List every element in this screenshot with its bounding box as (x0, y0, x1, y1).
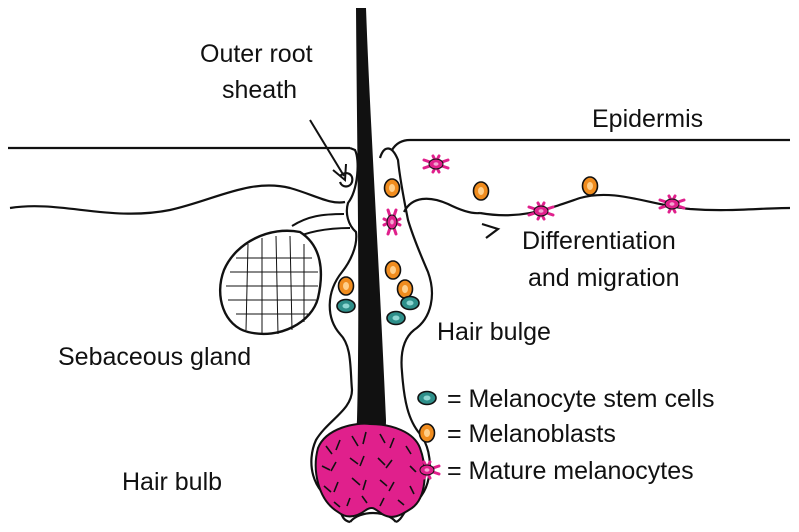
legend-melanoblast-icon (420, 424, 435, 442)
melanoblast-icon (386, 261, 401, 279)
mature-melanocyte-icon (384, 210, 400, 234)
stem-cell-icon (401, 297, 419, 310)
legend-text-mature-melanocytes: = Mature melanocytes (447, 457, 694, 485)
stem-cell-icon (387, 312, 405, 325)
label-sebaceous-gland: Sebaceous gland (58, 343, 251, 371)
label-epidermis: Epidermis (592, 105, 703, 133)
mature-melanocyte-icon (529, 203, 553, 219)
melanoblast-icon (339, 277, 354, 295)
melanoblast-icon (474, 182, 489, 200)
label-differentiation-line2: and migration (528, 264, 679, 292)
hair-bulb-pigment (316, 424, 425, 517)
mature-melanocyte-icon (424, 156, 448, 172)
migration-channel (404, 199, 480, 213)
mature-melanocytes (384, 156, 684, 234)
label-outer-root-line1: Outer root (200, 40, 313, 68)
basement-membrane-left (10, 185, 345, 213)
label-outer-root-line2: sheath (222, 76, 297, 104)
skin-surface-right (392, 140, 790, 150)
legend-text-stem-cells: = Melanocyte stem cells (447, 385, 714, 413)
legend: = Melanocyte stem cells = Melanoblasts =… (415, 385, 714, 485)
gland-body (220, 231, 321, 334)
legend-text-melanoblasts: = Melanoblasts (447, 420, 616, 448)
melanoblast-icon (398, 280, 413, 298)
basement-membrane-right (480, 195, 790, 215)
outer-root-sheath-arrow (310, 120, 346, 180)
stem-cell-icon (337, 300, 355, 313)
label-differentiation-line1: Differentiation (522, 227, 676, 255)
label-hair-bulb: Hair bulb (122, 468, 222, 496)
melanoblast-icon (385, 179, 400, 197)
label-hair-bulge: Hair bulge (437, 318, 551, 346)
stem-cell-icon (418, 392, 436, 405)
melanoblast-icon (420, 424, 435, 442)
legend-stem-cell-icon (418, 392, 436, 405)
migration-arrow-head (482, 224, 498, 238)
hair-shaft (356, 8, 386, 440)
melanoblast-icon (583, 177, 598, 195)
